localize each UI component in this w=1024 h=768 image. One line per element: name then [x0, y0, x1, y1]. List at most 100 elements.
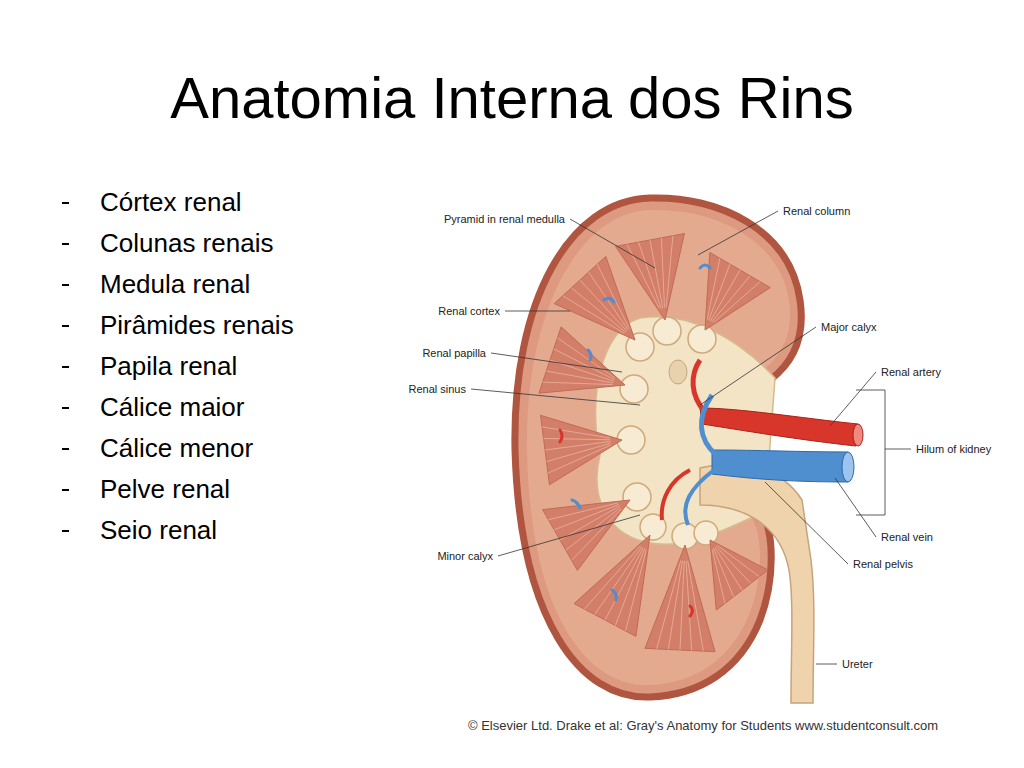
pyramid-stria	[688, 561, 704, 651]
part-label: Renal cortex	[438, 304, 500, 318]
list-dash	[62, 202, 69, 204]
pyramid-stria	[580, 280, 627, 331]
pyramid-stria	[543, 382, 613, 384]
illustration-part	[570, 219, 655, 268]
arcuate-vessels	[560, 265, 710, 616]
pyramid-stria	[710, 270, 740, 321]
list-item: Pelve renal	[100, 474, 230, 504]
pyramid-stria	[571, 288, 625, 332]
list-dash	[62, 366, 69, 368]
renal-pyramids	[539, 234, 770, 652]
renal-artery	[700, 408, 858, 446]
vessel-section	[669, 360, 687, 384]
cortex-shade	[527, 210, 790, 685]
part-label: Renal sinus	[409, 382, 466, 396]
pyramid-stria	[545, 442, 610, 451]
list-item: Cálice menor	[100, 433, 253, 463]
pyramid-stria	[657, 561, 681, 649]
pyramid-stria	[615, 549, 644, 626]
illustration-part	[554, 256, 635, 340]
illustration-part	[645, 545, 715, 652]
illustration-part	[505, 311, 570, 312]
part-label: Hilum of kidney	[916, 442, 991, 456]
pyramid-stria	[546, 371, 613, 383]
list-dash	[62, 489, 69, 491]
illustration-part	[604, 298, 614, 302]
vein-lumen	[842, 452, 854, 482]
illustration-part	[612, 590, 617, 600]
list-dash	[62, 448, 69, 450]
list-dash	[62, 407, 69, 409]
list-dash	[62, 243, 69, 245]
illustration-part	[694, 521, 718, 545]
pyramid-stria	[661, 238, 664, 308]
list-item: Colunas renais	[100, 228, 273, 258]
part-label: Major calyx	[821, 320, 877, 334]
pyramid-stria	[544, 438, 611, 439]
illustration-part	[574, 535, 650, 636]
artery-branch	[693, 360, 705, 412]
illustration-part	[471, 389, 640, 405]
illustration-part	[491, 353, 622, 372]
part-label: Ureter	[842, 657, 873, 671]
illustration-part	[498, 515, 640, 556]
illustration-part	[588, 350, 591, 360]
pyramid-stria	[563, 296, 624, 334]
part-label: Renal column	[783, 204, 850, 218]
pyramid-stria	[713, 282, 760, 323]
part-label: Renal papilla	[422, 346, 486, 360]
illustration-part	[653, 317, 681, 345]
list-item: Papila renal	[100, 351, 237, 381]
illustration-part	[698, 211, 778, 255]
pyramid-stria	[554, 349, 615, 380]
illustration-part	[830, 372, 876, 426]
part-label: Renal artery	[881, 365, 941, 379]
illustration-part	[710, 540, 768, 610]
illustration-part	[620, 375, 648, 403]
pyramid-stria	[557, 338, 614, 378]
pyramid-stria	[560, 506, 620, 540]
list-dash	[62, 284, 69, 286]
slide-title: Anatomia Interna dos Rins	[0, 64, 1024, 132]
pyramid-stria	[554, 504, 618, 529]
pyramid-stria	[627, 244, 659, 308]
list-item: Pirâmides renais	[100, 310, 294, 340]
pyramid-stria	[584, 546, 640, 609]
pyramid-stria	[589, 272, 628, 330]
artery-lumen	[853, 424, 863, 446]
part-label: Pyramid in renal medulla	[444, 212, 565, 226]
part-label: Renal vein	[881, 530, 933, 544]
illustration-part	[700, 327, 816, 405]
pyramid-stria	[597, 264, 629, 328]
kidney-capsule	[515, 198, 801, 697]
list-item: Cálice maior	[100, 392, 245, 422]
renal-pelvis-ureter	[700, 464, 814, 703]
pyramid-stria	[712, 550, 725, 604]
illustration-part	[856, 390, 885, 515]
pyramid-stria	[605, 548, 643, 620]
pyramid-stria	[595, 547, 642, 615]
vein-branch	[685, 470, 714, 525]
pyramid-stria	[650, 240, 663, 308]
illustration-part	[572, 500, 580, 508]
illustration-part	[541, 415, 623, 484]
pyramid-striations	[542, 236, 760, 651]
list-item: Córtex renal	[100, 187, 242, 217]
copyright-note: © Elsevier Ltd. Drake et al: Gray's Anat…	[468, 718, 938, 734]
pyramid-stria	[666, 236, 673, 308]
illustration-part	[765, 482, 848, 564]
pyramid-stria	[712, 276, 750, 322]
pyramid-stria	[714, 549, 734, 597]
illustration-part	[616, 234, 685, 320]
pyramid-stria	[572, 509, 622, 560]
illustration-part	[543, 500, 630, 570]
illustration-part	[690, 606, 693, 616]
pyramid-stria	[668, 561, 682, 650]
list-item: Medula renal	[100, 269, 250, 299]
vein-branch	[701, 395, 716, 455]
pyramid-stria	[548, 445, 611, 473]
illustration-part	[705, 252, 770, 330]
illustration-part	[560, 430, 562, 442]
minor-calyces	[617, 317, 718, 549]
